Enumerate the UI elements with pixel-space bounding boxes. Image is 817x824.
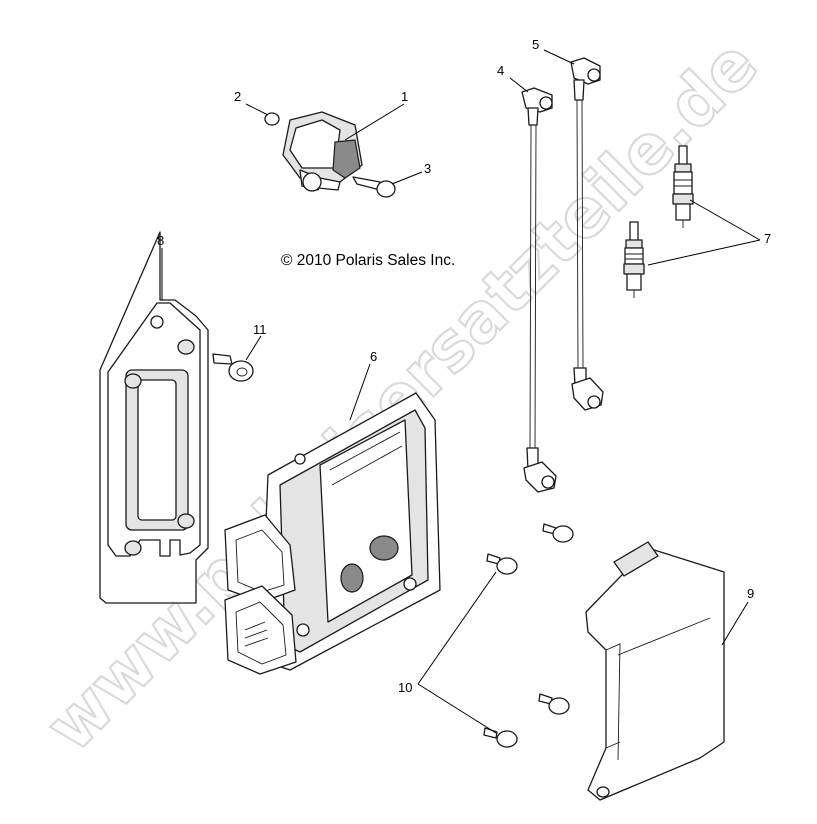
callout-8: 8 [157, 233, 164, 248]
leader-2 [245, 103, 269, 116]
callout-4: 4 [497, 63, 504, 78]
callout-10: 10 [398, 680, 412, 695]
leader-10b [417, 683, 497, 734]
ignition-lead-part-4 [521, 87, 557, 493]
leader-7a [689, 199, 761, 241]
cover-part-9 [585, 541, 725, 801]
leader-7b [647, 239, 761, 266]
screw-part-10-a [542, 523, 574, 543]
screw-part-3 [352, 176, 396, 198]
callout-6: 6 [370, 349, 377, 364]
callout-1: 1 [401, 89, 408, 104]
ecu-part-6 [224, 392, 441, 675]
leader-lines [161, 49, 761, 734]
spark-plug-lower-part-7 [623, 221, 645, 298]
callout-3: 3 [424, 161, 431, 176]
callout-5: 5 [532, 37, 539, 52]
copyright-text: © 2010 Polaris Sales Inc. [281, 252, 455, 269]
leader-5 [543, 49, 575, 65]
screw-part-10-d [483, 727, 518, 748]
callout-7: 7 [764, 231, 771, 246]
screw-part-10-b [486, 553, 518, 575]
coil-part-1 [264, 111, 363, 192]
leader-1 [344, 103, 405, 141]
callout-9: 9 [747, 586, 754, 601]
leader-10a [417, 571, 497, 685]
leader-3 [391, 171, 423, 185]
ignition-lead-part-5 [570, 57, 604, 411]
leader-11 [245, 335, 262, 361]
bracket-part-8 [99, 231, 209, 604]
screw-part-10-c [538, 693, 570, 715]
callout-11: 11 [253, 322, 267, 337]
leader-4 [509, 77, 529, 93]
spark-plug-upper-part-7 [672, 145, 694, 228]
bolt-part-11 [212, 353, 254, 382]
leader-6 [349, 363, 371, 421]
leader-9 [721, 601, 749, 646]
callout-2: 2 [234, 89, 241, 104]
